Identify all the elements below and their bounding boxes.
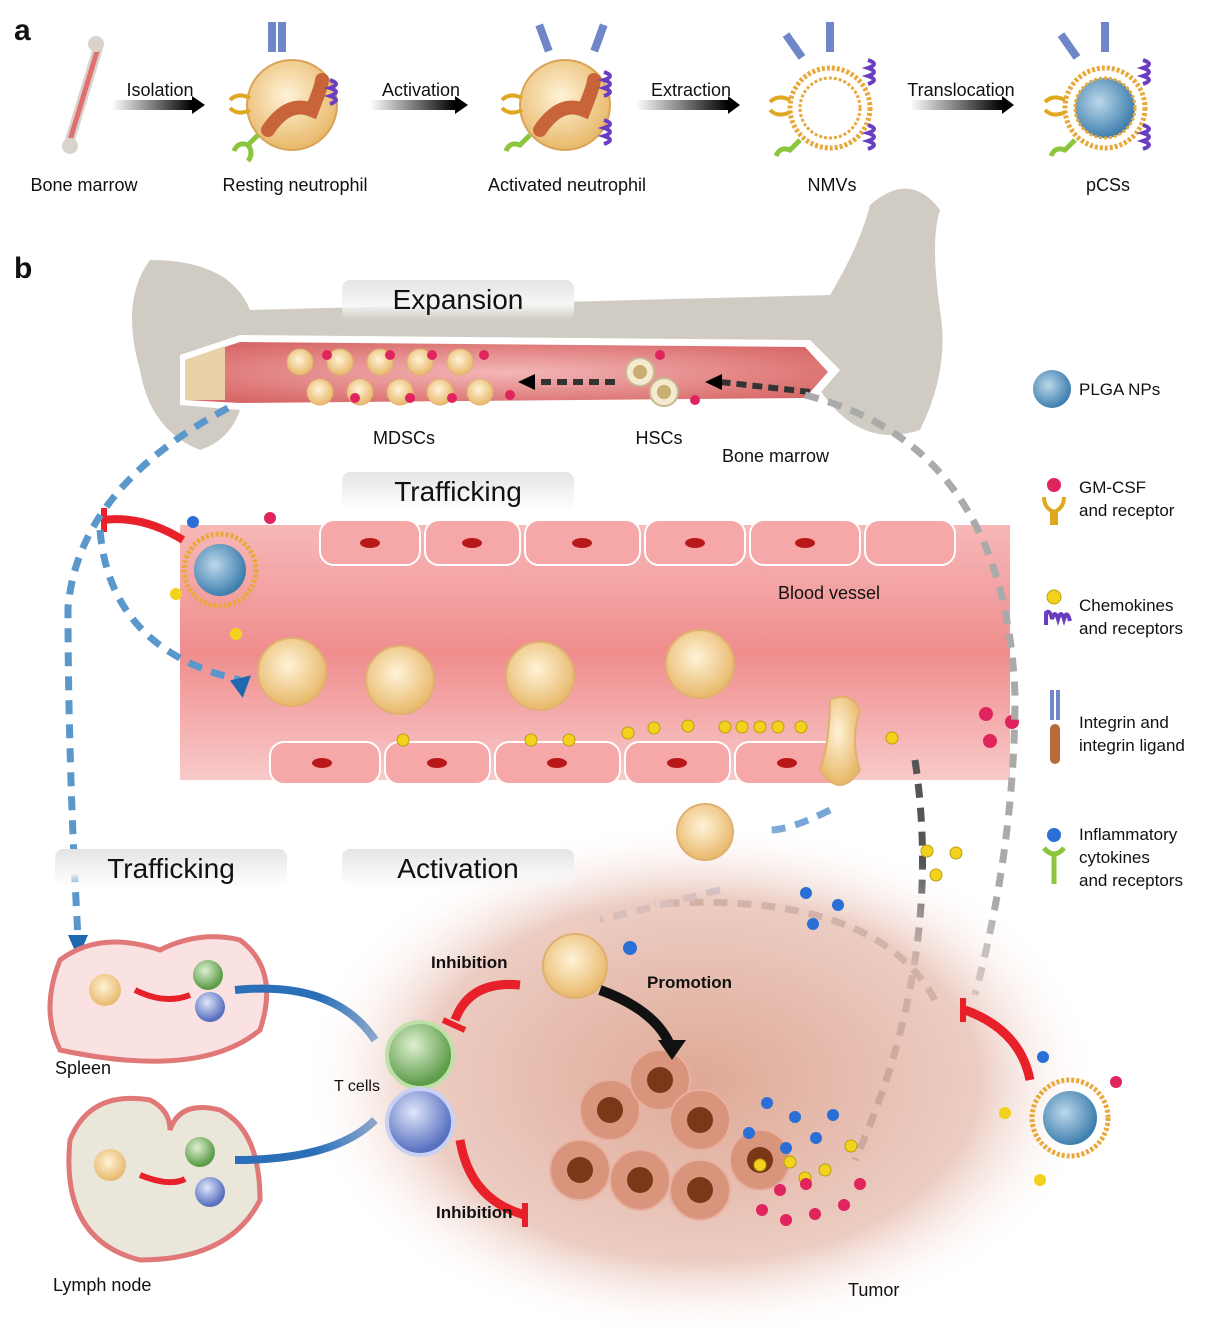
trafficking-arrowhead [68,935,88,958]
gm-csf-dots-tumor [756,1178,866,1226]
cytokine-dots-tumor [743,887,844,1154]
gm-csf-dots-bone [322,350,700,405]
resting-neutrophil-icon [228,22,338,163]
chemokine-dots-vessel [396,719,899,747]
label-mdscs: MDSCs [373,428,435,448]
activation-arrow [370,96,468,114]
mdsc-cluster [286,348,494,406]
label-blood-vessel: Blood vessel [778,583,881,603]
legend-integrin: Integrin and integrin ligand [1079,713,1185,755]
banner-trafficking-vessel: Trafficking [342,472,574,512]
gm-csf-receptor-icon [1042,478,1066,525]
stage-label-resting-neutrophil: Resting neutrophil [222,175,368,195]
legend-gm-csf: GM-CSF and receptor [1079,478,1175,520]
activated-mdsc-tumor [542,803,734,999]
chemokine-receptor-icon [1044,589,1072,626]
stage-label-pcss: pCSs [1085,175,1131,195]
arrow-label-isolation: Isolation [126,80,194,100]
trafficking-arrowhead [229,675,251,698]
extraction-arrow [636,96,740,114]
cytokine-receptor-icon [1042,828,1066,884]
label-inhibition-bottom: Inhibition [436,1203,513,1222]
banner-expansion: Expansion [342,280,574,320]
arrow-label-activation: Activation [381,80,461,100]
banner-trafficking-lymphoid: Trafficking [55,849,287,889]
lymph-node-illustration [66,1095,263,1263]
differentiation-arrow [518,374,811,395]
bone-marrow-icon [62,36,104,154]
stage-label-activated-neutrophil: Activated neutrophil [487,175,647,195]
translocation-arrow [910,96,1014,114]
label-bone-marrow: Bone marrow [722,446,830,466]
isolation-arrow [112,96,205,114]
legend-plga-nps: PLGA NPs [1079,380,1161,399]
pcs-particle-vessel [170,512,276,640]
label-spleen: Spleen [55,1058,112,1078]
spleen-illustration [47,934,270,1064]
rolling-neutrophils [257,629,862,786]
legend-inflammatory-cytokines: Inflammatory cytokines and receptors [1079,825,1183,890]
integrin-ligand-icon [1050,690,1060,764]
promotion-arrowhead [658,1040,686,1060]
panel-b-letter: b [14,252,33,285]
legend-chemokines: Chemokines and receptors [1079,596,1183,638]
pcs-particle-tumor [999,1051,1122,1186]
label-inhibition-top: Inhibition [431,953,508,972]
plga-nanoparticle-icon [1033,370,1071,408]
arrow-label-translocation: Translocation [907,80,1015,100]
activated-neutrophil-icon [500,23,612,153]
stage-label-bone-marrow: Bone marrow [30,175,138,195]
label-t-cells: T cells [334,1078,380,1095]
hsc-cells [625,357,679,407]
banner-activation: Activation [342,849,574,889]
label-lymph-node: Lymph node [53,1275,152,1295]
stage-label-nmvs: NMVs [807,175,857,195]
panel-a-letter: a [14,14,31,47]
label-hscs: HSCs [635,428,683,448]
tumor-cell-nuclei [567,1067,773,1203]
label-tumor: Tumor [848,1280,900,1300]
arrow-label-extraction: Extraction [650,80,732,100]
pcs-particle-icon [1043,22,1151,158]
inhibition-arrow-vessel [101,508,186,544]
nmv-vesicle-icon [768,22,876,158]
t-cells [385,1020,455,1157]
promotion-arrow [598,985,675,1048]
inhibition-arrows-tumor [441,979,1035,1227]
label-promotion: Promotion [647,973,732,992]
trafficking-path-left [64,404,241,939]
